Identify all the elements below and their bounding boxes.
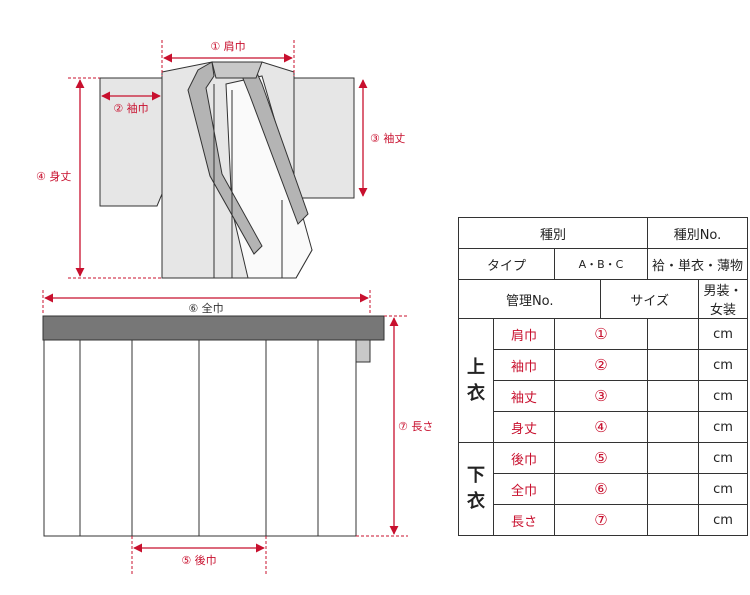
fabric-cell: 袷・単衣・薄物	[647, 248, 748, 280]
total-width-value-cell[interactable]	[647, 473, 699, 505]
type-label-cell: 種別	[458, 217, 648, 249]
total-width-row-label: 全巾	[493, 473, 555, 505]
jacket-dimensions: ① 肩巾 ② 袖巾 ③ 袖丈 ④ 身丈	[36, 39, 405, 279]
gender-cell: 男装・女装	[698, 279, 748, 319]
shoulder-width-unit: cm	[698, 318, 748, 350]
hakama-back-tab	[355, 339, 371, 363]
lower-garment-title: 下 衣	[458, 442, 494, 536]
shoulder-width-row-label: 肩巾	[493, 318, 555, 350]
body-length-label: ④ 身丈	[36, 169, 71, 183]
total-width-label: ⑥ 全巾	[188, 301, 223, 315]
table-row: 下 衣 後巾 ⑤ cm	[458, 442, 748, 536]
upper-title-bottom: 衣	[467, 382, 485, 404]
table-row: 長さ ⑦ cm	[459, 504, 748, 536]
sleeve-length-value-cell[interactable]	[647, 380, 699, 412]
body-length-unit: cm	[698, 411, 748, 443]
table-row: 全巾 ⑥ cm	[459, 473, 748, 505]
sleeve-width-row-number: ②	[554, 349, 648, 381]
table-row: 上 衣 肩巾 ① cm	[458, 318, 748, 443]
left-sleeve	[99, 77, 163, 207]
table-row: 身丈 ④ cm	[459, 411, 748, 443]
lower-title-top: 下	[467, 465, 485, 486]
neck-back	[211, 61, 263, 79]
hakama-body	[43, 339, 357, 537]
sleeve-width-unit: cm	[698, 349, 748, 381]
abc-cell: A・B・C	[554, 248, 648, 280]
upper-garment-title: 上 衣	[458, 318, 494, 443]
length-unit: cm	[698, 504, 748, 536]
sleeve-length-row-label: 袖丈	[493, 380, 555, 412]
lower-title-bottom: 衣	[467, 491, 485, 512]
table-row: 種別 種別No.	[458, 217, 748, 249]
shoulder-width-label: ① 肩巾	[210, 39, 245, 53]
left-collar-band	[187, 61, 263, 255]
total-width-unit: cm	[698, 473, 748, 505]
body-length-value-cell[interactable]	[647, 411, 699, 443]
total-width-row-number: ⑥	[554, 473, 648, 505]
back-width-label: ⑤ 後巾	[181, 553, 216, 567]
management-number-cell: 管理No.	[457, 279, 602, 319]
table-row: タイプ A・B・C 袷・単衣・薄物	[458, 248, 748, 280]
sleeve-width-value-cell[interactable]	[647, 349, 699, 381]
type-cell: タイプ	[458, 248, 555, 280]
table-row: 袖丈 ③ cm	[459, 380, 748, 412]
shoulder-width-value-cell[interactable]	[647, 318, 699, 350]
length-row-label: 長さ	[493, 504, 555, 536]
hakama-waistband	[42, 315, 385, 341]
sleeve-length-unit: cm	[698, 380, 748, 412]
measurement-table: 種別 種別No. タイプ A・B・C 袷・単衣・薄物 管理No. サイズ 男装・…	[457, 217, 748, 536]
sleeve-width-row-label: 袖巾	[493, 349, 555, 381]
back-width-unit: cm	[698, 442, 748, 474]
length-row-number: ⑦	[554, 504, 648, 536]
hakama-drawing	[42, 315, 385, 537]
sleeve-length-row-number: ③	[554, 380, 648, 412]
size-cell: サイズ	[600, 279, 699, 319]
back-width-row-label: 後巾	[493, 442, 555, 474]
length-value-cell[interactable]	[647, 504, 699, 536]
right-sleeve	[293, 77, 355, 199]
back-width-value-cell[interactable]	[647, 442, 699, 474]
sleeve-length-label: ③ 袖丈	[370, 131, 405, 145]
type-number-label-cell: 種別No.	[647, 217, 748, 249]
body-length-row-number: ④	[554, 411, 648, 443]
length-label: ⑦ 長さ	[398, 420, 433, 433]
jacket-drawing	[99, 61, 355, 279]
hakama-dimensions: ⑥ 全巾 ⑦ 長さ ⑤ 後巾	[42, 290, 433, 574]
table-row: 袖巾 ② cm	[459, 349, 748, 381]
sleeve-width-label: ② 袖巾	[113, 101, 148, 115]
back-width-row-number: ⑤	[554, 442, 648, 474]
body-length-row-label: 身丈	[493, 411, 555, 443]
shoulder-width-row-number: ①	[554, 318, 648, 350]
upper-title-top: 上	[467, 356, 485, 378]
table-row: 管理No. サイズ 男装・女装	[457, 279, 748, 319]
